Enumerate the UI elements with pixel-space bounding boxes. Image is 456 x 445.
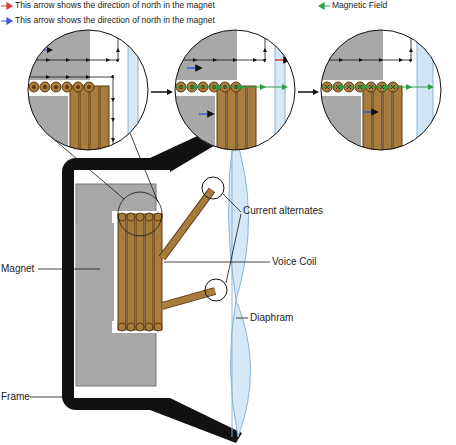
part-label: Diaphram xyxy=(250,312,293,324)
legend-entry: This arrow shows the direction of north … xyxy=(1,15,215,26)
legend-arrow xyxy=(1,2,13,10)
part-label: Frame xyxy=(1,391,30,403)
part-label: Current alternates xyxy=(243,205,323,217)
legend-entry: Magnetic Field xyxy=(318,0,387,11)
coil-wires xyxy=(162,177,227,306)
legend-entry: This arrow shows the direction of north … xyxy=(1,0,215,11)
zoom-circle xyxy=(321,20,441,156)
voice-coil xyxy=(118,213,162,331)
legend-arrow xyxy=(318,2,330,10)
part-label: Magnet xyxy=(1,263,34,275)
legend-text: Magnetic Field xyxy=(332,0,387,11)
magnet xyxy=(76,184,162,386)
diaphragm xyxy=(228,132,250,437)
zoom-circle xyxy=(175,20,295,156)
magnifier xyxy=(50,133,162,236)
zoom-circle xyxy=(28,20,148,160)
part-label: Voice Coil xyxy=(272,256,316,268)
legend-arrow xyxy=(1,17,13,25)
legend-text: This arrow shows the direction of north … xyxy=(15,0,215,11)
legend-text: This arrow shows the direction of north … xyxy=(15,15,215,26)
frame xyxy=(62,118,244,443)
leader-lines xyxy=(30,194,270,397)
